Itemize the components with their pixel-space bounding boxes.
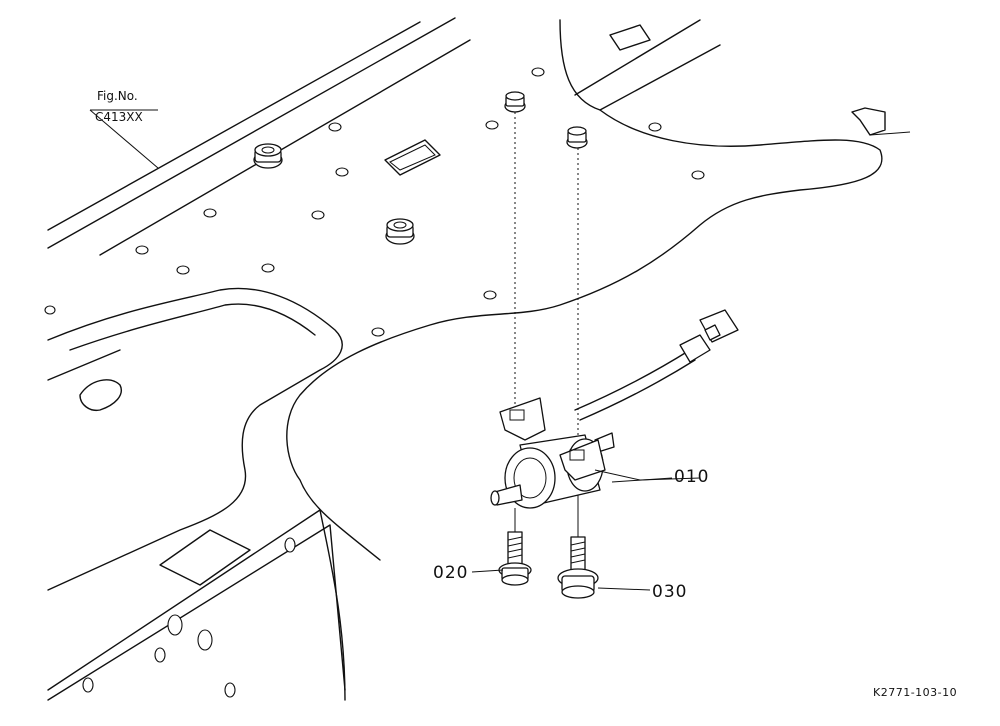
figref-leader <box>89 109 159 169</box>
figure-ref-line1: Fig.No. <box>97 89 138 103</box>
drawing-code: K2771-103-10 <box>873 686 957 699</box>
callout-030: 030 <box>652 582 687 602</box>
chassis-frame <box>47 17 911 701</box>
callout-020: 020 <box>433 563 468 583</box>
figure-ref-line2: C413XX <box>95 110 143 124</box>
leader-030 <box>597 587 651 591</box>
weld-nuts <box>253 91 588 245</box>
callout-010: 010 <box>674 467 709 487</box>
leader-010 <box>611 477 673 483</box>
bolt-030 <box>557 536 599 599</box>
frame-holes <box>44 67 705 698</box>
bolt-020 <box>498 531 532 586</box>
fuel-pump <box>490 309 739 509</box>
leader-020 <box>471 569 504 573</box>
